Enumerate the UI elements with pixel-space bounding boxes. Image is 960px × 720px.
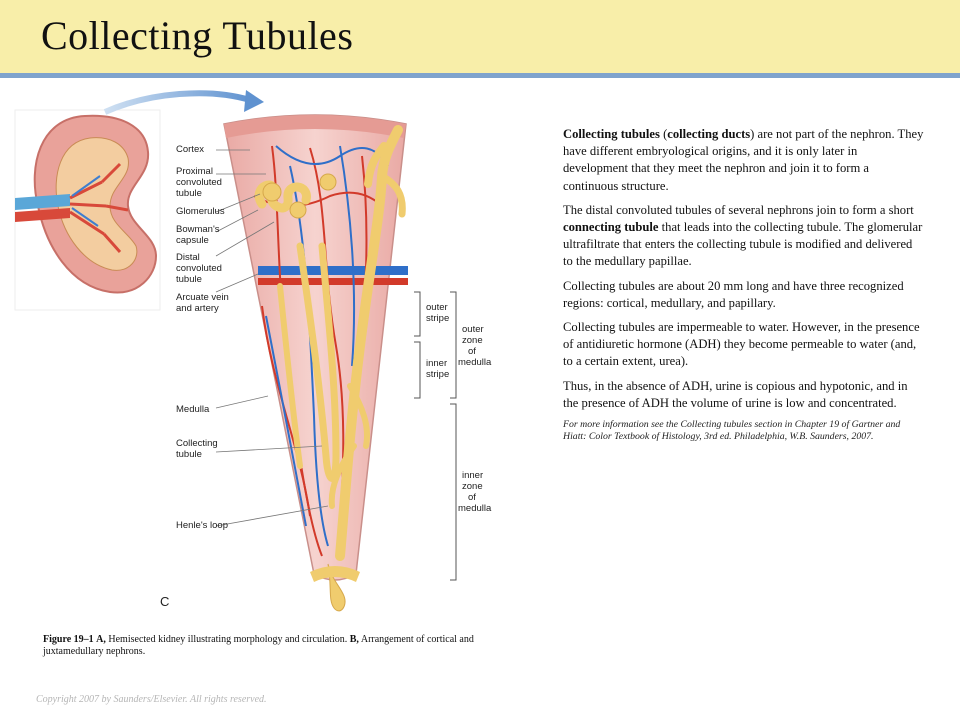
zone-brackets: [414, 291, 457, 581]
label-collecting-2: tubule: [176, 449, 202, 460]
label-outer-stripe-2: stripe: [426, 313, 450, 324]
label-glomerulus: Glomerulus: [176, 206, 225, 217]
label-distal-1: Distal: [176, 252, 200, 263]
label-proximal-3: tubule: [176, 188, 202, 199]
label-outer-zone-3: of: [468, 346, 476, 357]
term-connecting-tubule: connecting tubule: [563, 220, 659, 235]
text-fragment: The distal convoluted tubules of several…: [563, 202, 914, 217]
label-distal-3: tubule: [176, 274, 202, 285]
label-outer-zone-2: zone: [462, 335, 483, 346]
label-henles-loop: Henle's loop: [176, 520, 228, 531]
renal-capsule: [224, 115, 406, 138]
label-outer-zone-1: outer: [462, 324, 484, 335]
arcuate-vein: [258, 266, 408, 275]
text-fragment: that leads into the collecting tubule. T…: [563, 220, 923, 269]
caption-part-a-label: A,: [96, 634, 106, 645]
nephron-figure: Cortex Proximal convoluted tubule Glomer…: [10, 86, 530, 626]
term-collecting-tubules: Collecting tubules: [563, 127, 660, 141]
label-bowmans-2: capsule: [176, 235, 209, 246]
nephron-tubules: [254, 125, 406, 561]
slide-title: Collecting Tubules: [41, 13, 354, 58]
body-text: Collecting tubules (collecting ducts) ar…: [563, 126, 925, 450]
arrow-head-icon: [244, 90, 264, 112]
text-fragment: ) are not part of the nephron. They have…: [563, 127, 924, 193]
text-fragment: (: [659, 127, 668, 141]
label-bowmans-1: Bowman's: [176, 224, 220, 235]
label-cortex: Cortex: [176, 144, 204, 155]
leader-lines: [215, 149, 329, 527]
label-outer-stripe-1: outer: [426, 302, 448, 313]
label-distal-2: convoluted: [176, 263, 222, 274]
label-inner-stripe-1: inner: [426, 358, 448, 369]
caption-figure-number: Figure 19–1: [43, 634, 94, 645]
figure-caption: Figure 19–1 A, Hemisected kidney illustr…: [43, 634, 493, 658]
label-outer-zone-4: medulla: [458, 357, 492, 368]
paragraph-definition: Collecting tubules (collecting ducts) ar…: [563, 126, 925, 195]
label-inner-zone-3: of: [468, 492, 476, 503]
label-collecting-1: Collecting: [176, 438, 218, 449]
kidney-thumbnail: [14, 109, 161, 311]
label-inner-zone-4: medulla: [458, 503, 492, 514]
paragraph-connecting-tubule: The distal convoluted tubules of several…: [563, 202, 925, 271]
label-arcuate-1: Arcuate vein: [176, 292, 229, 303]
paragraph-adh: Thus, in the absence of ADH, urine is co…: [563, 378, 908, 410]
caption-part-b-text: Arrangement of cortical and juxtamedulla…: [43, 634, 474, 657]
glomeruli: [262, 173, 337, 219]
reference-note: For more information see the Collecting …: [563, 419, 901, 443]
label-medulla: Medulla: [176, 404, 210, 415]
label-arcuate-2: and artery: [176, 303, 219, 314]
label-proximal-2: convoluted: [176, 177, 222, 188]
caption-part-b-label: B,: [349, 634, 359, 645]
label-inner-stripe-2: stripe: [426, 369, 450, 380]
paragraph-permeability: Collecting tubules are impermeable to wa…: [563, 320, 920, 369]
term-collecting-ducts: collecting ducts: [667, 127, 751, 141]
caption-part-a-text: Hemisected kidney illustrating morpholog…: [108, 634, 348, 645]
paragraph-regions: Collecting tubules are about 20 mm long …: [563, 278, 904, 310]
label-inner-zone-2: zone: [462, 481, 483, 492]
title-divider: [0, 73, 960, 78]
label-inner-zone-1: inner: [462, 470, 484, 481]
copyright-notice: Copyright 2007 by Saunders/Elsevier. All…: [36, 694, 267, 705]
papillary-duct-opening: [310, 566, 360, 582]
title-bar: [0, 0, 960, 73]
panel-letter-c: C: [160, 594, 170, 609]
arcuate-artery: [258, 278, 408, 285]
nephron-illustration: [14, 90, 457, 612]
connector-arrow: [103, 90, 251, 115]
label-proximal-1: Proximal: [176, 166, 213, 177]
